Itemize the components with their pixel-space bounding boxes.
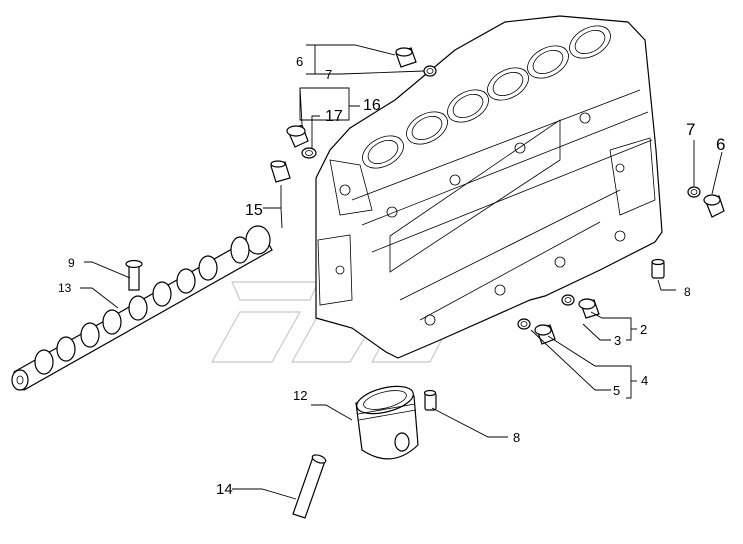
washer-lower bbox=[517, 318, 531, 330]
callout-label: 12 bbox=[293, 388, 307, 403]
dowel-lower bbox=[423, 389, 437, 411]
callout-label: 2 bbox=[640, 322, 647, 337]
callout-label: 7 bbox=[325, 67, 332, 82]
washer-upper-hole bbox=[305, 150, 313, 156]
callout-label: 8 bbox=[513, 430, 520, 445]
callout-label: 17 bbox=[325, 108, 343, 125]
callout-label: 9 bbox=[68, 256, 75, 270]
washer-upper bbox=[301, 147, 317, 159]
plug-lower bbox=[534, 324, 556, 345]
block-side-detail bbox=[317, 89, 656, 326]
dowel-right bbox=[651, 258, 665, 279]
washer-top bbox=[423, 65, 437, 77]
plug-upper bbox=[286, 124, 309, 148]
leader-lines bbox=[80, 44, 723, 500]
washer-mid-hole bbox=[564, 297, 572, 303]
washer-right bbox=[687, 186, 701, 198]
piston-pin bbox=[292, 454, 327, 519]
callout-label: 16 bbox=[363, 97, 381, 114]
engine-block bbox=[315, 15, 663, 359]
plug-top bbox=[395, 47, 417, 68]
callout-label: 5 bbox=[613, 383, 620, 398]
bolt bbox=[125, 259, 143, 291]
washer-top-hole bbox=[426, 68, 434, 74]
callout-numbers: 6 7 17 16 7 6 15 9 13 8 2 3 4 5 12 8 14 bbox=[58, 54, 725, 498]
washer-right-hole bbox=[690, 189, 698, 195]
camshaft bbox=[11, 225, 273, 391]
callout-label: 4 bbox=[641, 373, 648, 388]
callout-label: 8 bbox=[684, 285, 691, 299]
plug-right bbox=[703, 194, 725, 218]
callout-label: 6 bbox=[716, 135, 725, 154]
callout-label: 7 bbox=[686, 120, 695, 139]
piston bbox=[355, 385, 419, 460]
callout-label: 14 bbox=[216, 481, 233, 498]
cylinder-bores bbox=[362, 25, 611, 169]
callout-label: 13 bbox=[58, 281, 72, 295]
bushing-sleeve bbox=[270, 160, 291, 183]
washer-mid bbox=[561, 294, 575, 306]
callout-label: 15 bbox=[245, 202, 263, 219]
callout-label: 3 bbox=[614, 333, 621, 348]
washer-lower-hole bbox=[520, 321, 528, 327]
callout-label: 6 bbox=[296, 54, 303, 69]
